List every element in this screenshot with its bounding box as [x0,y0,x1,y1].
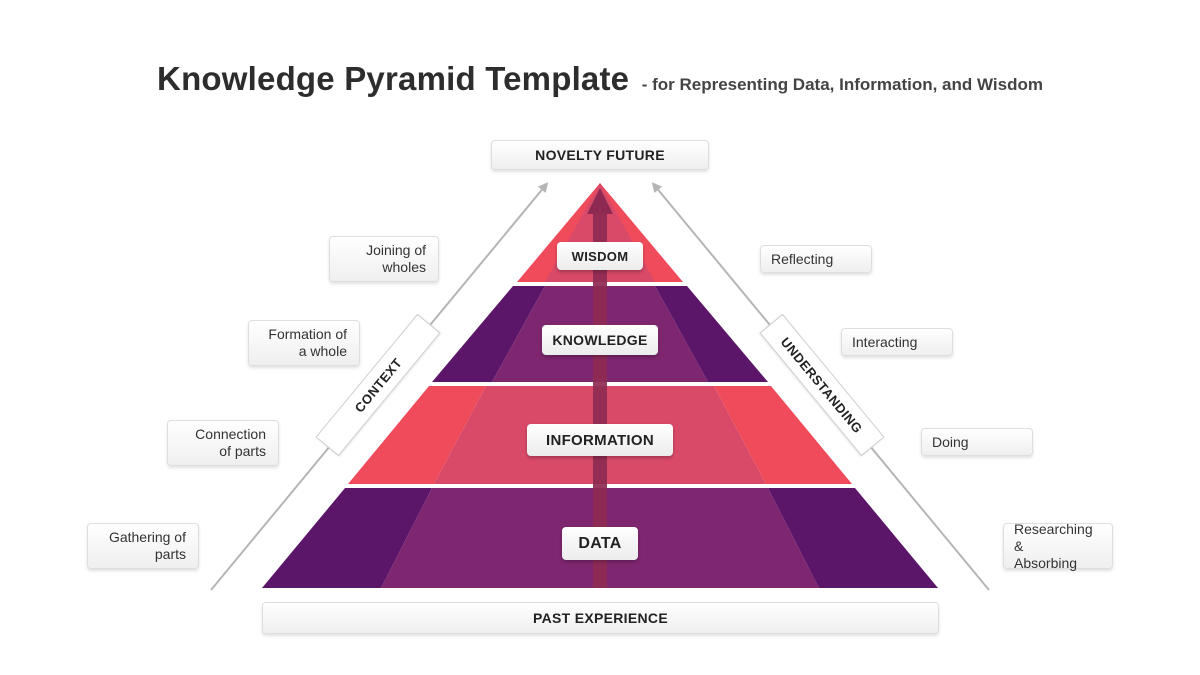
information-left-segment [348,386,486,484]
title-row: Knowledge Pyramid Template - for Represe… [0,60,1200,98]
data-label: DATA [562,527,638,560]
note-reflecting: Reflecting [760,245,872,273]
note-researching-absorbing: Researching & Absorbing [1003,521,1113,571]
past-experience-box: PAST EXPERIENCE [262,602,939,634]
note-joining-of-wholes: Joining of wholes [329,236,439,282]
information-right-segment [714,386,852,484]
novelty-future-box: NOVELTY FUTURE [491,140,709,170]
knowledge-left-segment [432,286,545,382]
information-label: INFORMATION [527,424,673,456]
data-left-segment [262,488,432,588]
note-interacting: Interacting [841,328,953,356]
note-connection-of-parts: Connection of parts [167,420,279,466]
page-subtitle: - for Representing Data, Information, an… [641,75,1043,94]
central-arrow-head [587,188,613,214]
data-right-segment [768,488,938,588]
note-gathering-of-parts: Gathering of parts [87,523,199,569]
central-arrow-shaft [593,212,607,588]
wisdom-label: WISDOM [557,242,643,270]
page-title: Knowledge Pyramid Template [157,60,630,97]
knowledge-right-segment [655,286,768,382]
note-doing: Doing [921,428,1033,456]
note-formation-of-a-whole: Formation of a whole [248,320,360,366]
knowledge-label: KNOWLEDGE [542,325,658,355]
